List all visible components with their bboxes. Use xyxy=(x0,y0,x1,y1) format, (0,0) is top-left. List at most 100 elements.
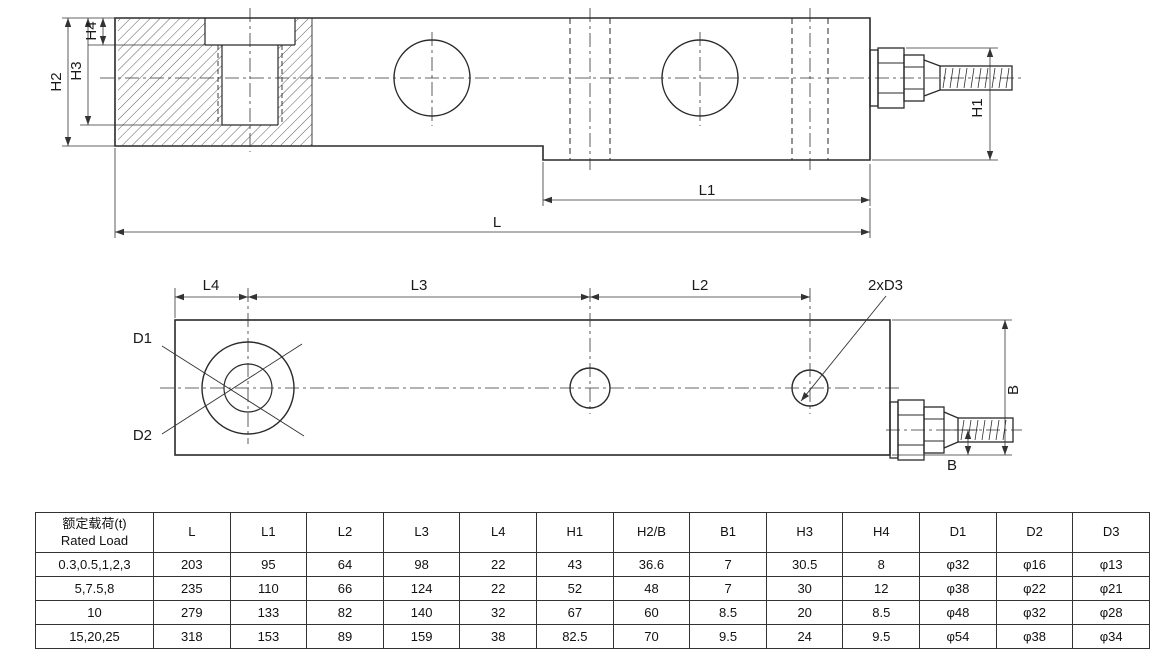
plan-view: L4 L3 L2 2xD3 D1 D2 B B xyxy=(133,277,1022,474)
header-cell: L2 xyxy=(306,512,384,553)
table-cell: 133 xyxy=(229,600,308,625)
side-centerlines xyxy=(100,8,1022,170)
diameter-leaders xyxy=(161,295,887,437)
table-cell: 203 xyxy=(153,552,231,577)
header-cell: L4 xyxy=(459,512,538,553)
table-cell: φ32 xyxy=(995,600,1074,625)
header-cell: L xyxy=(153,512,231,553)
table-cell: 20 xyxy=(765,600,844,625)
table-cell: 12 xyxy=(842,576,921,601)
header-cell: H4 xyxy=(842,512,921,553)
label-h2: H2 xyxy=(48,72,65,91)
table-header-row: 额定载荷(t) Rated Load L L1 L2 L3 L4 H1 H2/B… xyxy=(35,512,1150,553)
table-cell: 8 xyxy=(842,552,921,577)
table-cell: 38 xyxy=(459,624,538,649)
cell-load: 15,20,25 xyxy=(35,624,154,649)
header-cell: H2/B xyxy=(612,512,691,553)
table-cell: φ48 xyxy=(919,600,997,625)
table-row: 5,7.5,8 235 110 66 124 22 52 48 7 30 12 … xyxy=(35,576,1150,601)
header-cell: B1 xyxy=(689,512,767,553)
leader-d2 xyxy=(161,343,303,435)
table-row: 10 279 133 82 140 32 67 60 8.5 20 8.5 φ4… xyxy=(35,600,1150,625)
table-cell: 22 xyxy=(459,552,538,577)
plan-centerlines xyxy=(160,288,1022,444)
table-cell: 9.5 xyxy=(689,624,767,649)
table-cell: 98 xyxy=(382,552,461,577)
table-cell: φ38 xyxy=(919,576,997,601)
table-cell: 70 xyxy=(612,624,691,649)
label-b-small: B xyxy=(947,457,957,474)
table-cell: 24 xyxy=(765,624,844,649)
thread-ticks-side xyxy=(942,67,1010,89)
header-cell: L1 xyxy=(229,512,308,553)
hidden-hole-lines xyxy=(569,18,829,160)
load-bolt-side xyxy=(869,47,1013,109)
section-hatch xyxy=(118,18,312,146)
cell-load: 5,7.5,8 xyxy=(35,576,154,601)
spec-table: 额定载荷(t) Rated Load L L1 L2 L3 L4 H1 H2/B… xyxy=(35,512,1150,649)
table-cell: 318 xyxy=(153,624,231,649)
table-row: 0.3,0.5,1,2,3 203 95 64 98 22 43 36.6 7 … xyxy=(35,552,1150,577)
label-l4: L4 xyxy=(203,277,220,294)
leader-2xd3 xyxy=(800,295,887,402)
table-cell: φ28 xyxy=(1072,600,1150,625)
header-cell: H1 xyxy=(536,512,614,553)
header-cell: D1 xyxy=(919,512,997,553)
side-dim-labels: H4 H3 H2 H1 L1 L xyxy=(48,21,986,231)
table-cell: 7 xyxy=(689,576,767,601)
table-cell: 8.5 xyxy=(689,600,767,625)
plan-body-outline xyxy=(174,319,891,456)
table-cell: 48 xyxy=(612,576,691,601)
label-h3: H3 xyxy=(68,61,85,80)
label-l: L xyxy=(493,214,501,231)
plan-dimensions xyxy=(174,288,1012,456)
table-cell: 8.5 xyxy=(842,600,921,625)
label-h1: H1 xyxy=(969,98,986,117)
label-l2: L2 xyxy=(692,277,709,294)
table-cell: 43 xyxy=(536,552,614,577)
table-cell: 82.5 xyxy=(536,624,614,649)
table-cell: 60 xyxy=(612,600,691,625)
table-cell: φ34 xyxy=(1072,624,1150,649)
table-row: 15,20,25 318 153 89 159 38 82.5 70 9.5 2… xyxy=(35,624,1150,649)
table-cell: 82 xyxy=(306,600,384,625)
side-dimensions xyxy=(62,17,998,238)
leader-d1 xyxy=(161,345,305,437)
label-2xd3: 2xD3 xyxy=(868,277,903,294)
cell-load: 10 xyxy=(35,600,154,625)
table-cell: 235 xyxy=(153,576,231,601)
table-cell: 7 xyxy=(689,552,767,577)
table-cell: 159 xyxy=(382,624,461,649)
table-cell: 22 xyxy=(459,576,538,601)
side-view: H4 H3 H2 H1 L1 L xyxy=(48,8,1022,238)
table-cell: φ54 xyxy=(919,624,997,649)
header-rated-load-en: Rated Load xyxy=(60,532,129,548)
table-cell: 95 xyxy=(229,552,308,577)
table-cell: 89 xyxy=(306,624,384,649)
load-bolt-plan xyxy=(889,399,1014,461)
label-d2: D2 xyxy=(133,427,152,444)
header-cell: H3 xyxy=(765,512,844,553)
table-cell: 66 xyxy=(306,576,384,601)
table-cell: φ38 xyxy=(995,624,1074,649)
header-cell: D3 xyxy=(1072,512,1150,553)
table-cell: 9.5 xyxy=(842,624,921,649)
table-cell: 64 xyxy=(306,552,384,577)
table-cell: 67 xyxy=(536,600,614,625)
table-cell: φ22 xyxy=(995,576,1074,601)
table-cell: φ21 xyxy=(1072,576,1150,601)
table-cell: 52 xyxy=(536,576,614,601)
table-cell: 124 xyxy=(382,576,461,601)
plan-dim-labels: L4 L3 L2 2xD3 D1 D2 B B xyxy=(133,277,1022,474)
header-cell: D2 xyxy=(995,512,1074,553)
header-rated-load-cn: 额定载荷(t) xyxy=(62,515,127,531)
technical-drawing-svg: H4 H3 H2 H1 L1 L xyxy=(48,8,1022,474)
table-cell: 140 xyxy=(382,600,461,625)
table-cell: 30.5 xyxy=(765,552,844,577)
table-cell: 153 xyxy=(229,624,308,649)
header-cell: L3 xyxy=(382,512,461,553)
label-b-right: B xyxy=(1005,385,1022,395)
label-l1: L1 xyxy=(699,182,716,199)
table-cell: 36.6 xyxy=(612,552,691,577)
